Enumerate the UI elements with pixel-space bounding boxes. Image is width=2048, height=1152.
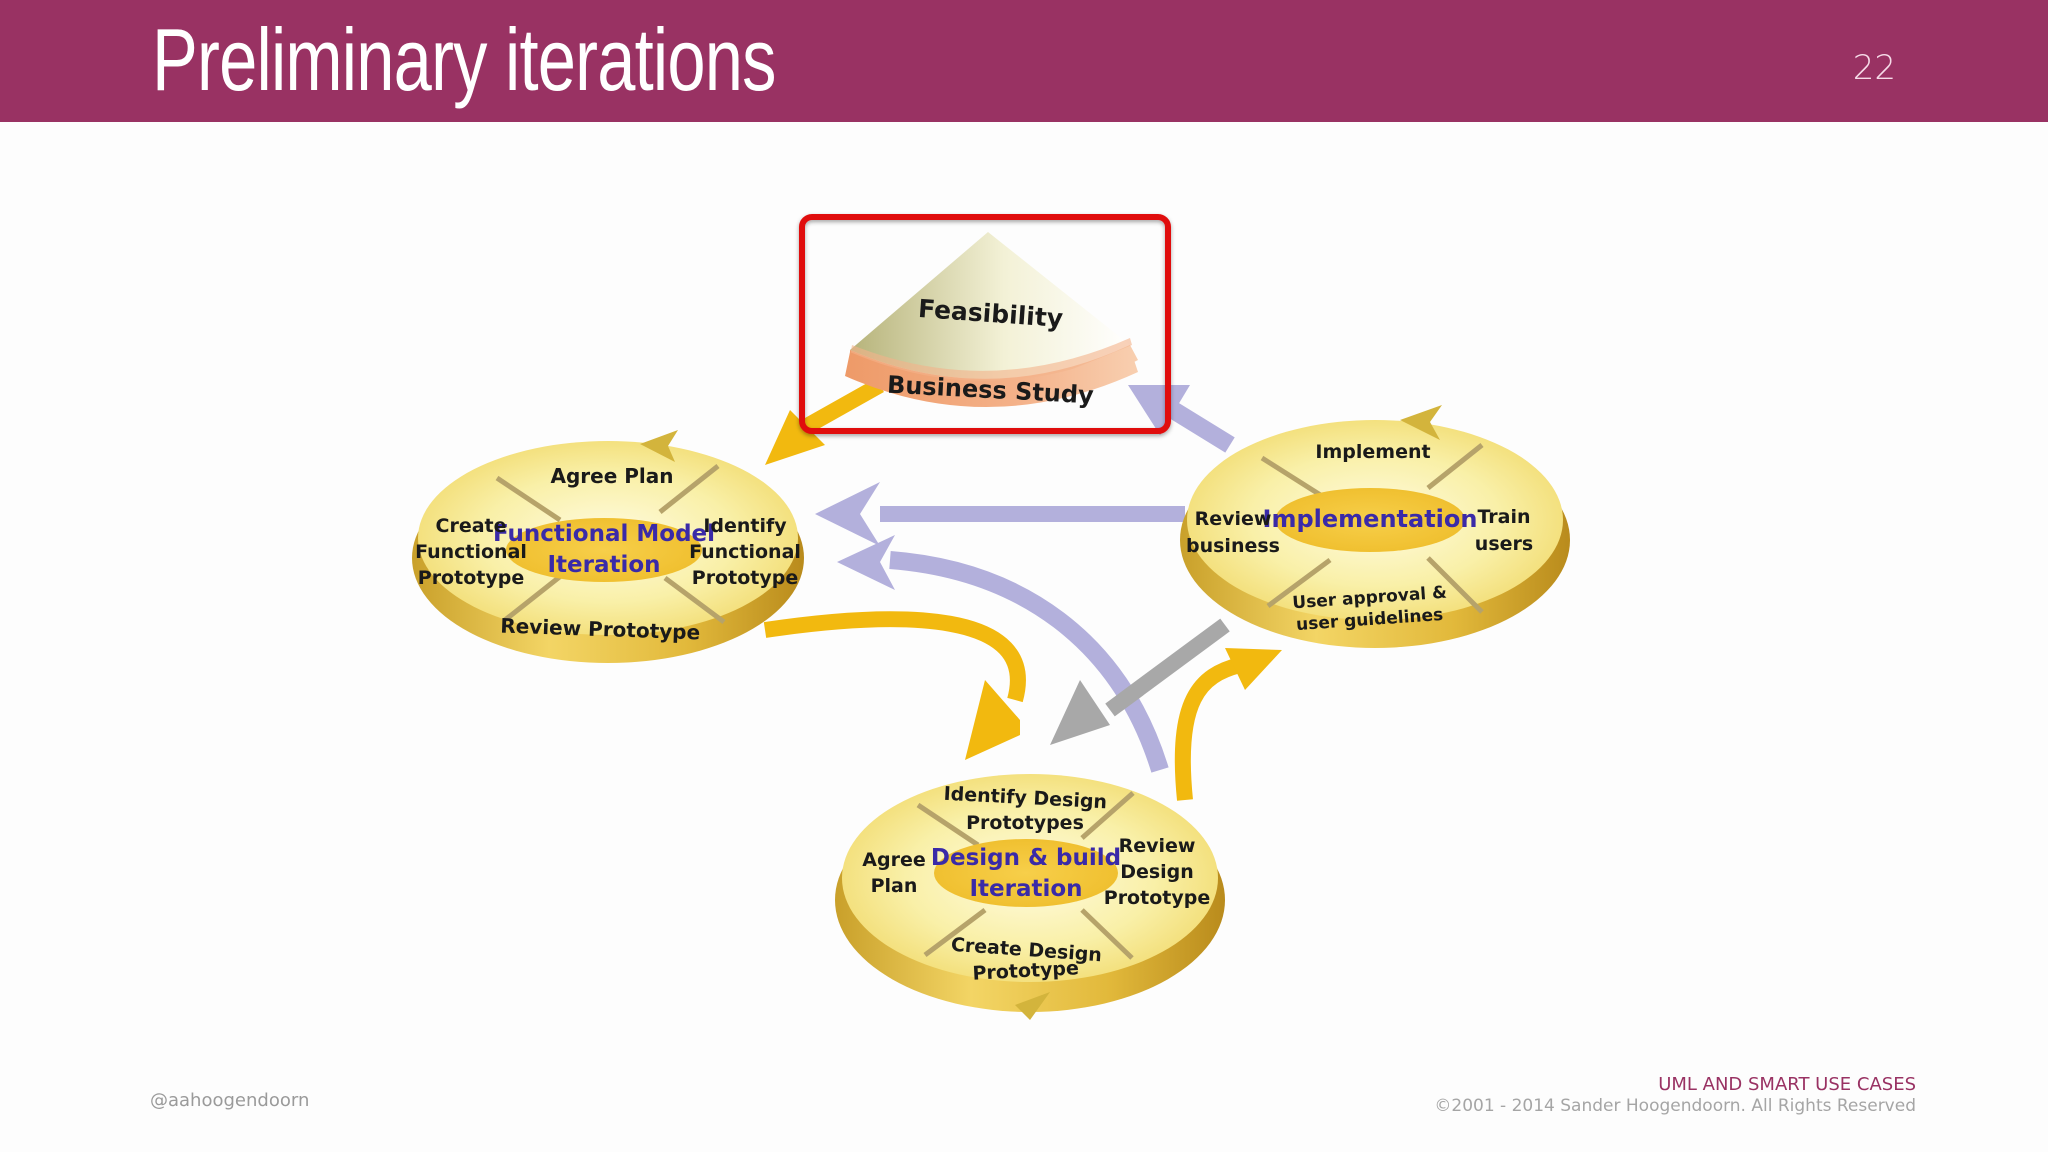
arrow-feasibility-to-functional (765, 378, 884, 465)
implementation-train-line1: Train (1477, 506, 1530, 528)
functional-agree-plan: Agree Plan (551, 464, 674, 488)
design-review-line3: Prototype (1104, 887, 1210, 909)
design-build-disc: Design & build Iteration Identify Design… (835, 774, 1225, 1020)
functional-create-line2: Functional (415, 541, 527, 563)
slide-title: Preliminary iterations (152, 10, 776, 109)
arrow-design-to-implementation (1174, 648, 1282, 801)
design-build-center-line1: Design & build (931, 845, 1121, 871)
arrow-implementation-to-feasibility (1128, 385, 1235, 453)
functional-identify-line3: Prototype (692, 567, 798, 589)
footer-copyright: ©2001 - 2014 Sander Hoogendoorn. All Rig… (1434, 1096, 1916, 1116)
functional-create-line3: Prototype (418, 567, 524, 589)
design-agree-line2: Plan (871, 875, 918, 897)
design-identify-line2: Prototypes (966, 812, 1084, 834)
footer-credits: UML AND SMART USE CASES ©2001 - 2014 San… (1434, 1074, 1916, 1116)
implementation-implement: Implement (1315, 441, 1430, 463)
implementation-disc: Implementation Implement Review business… (1180, 405, 1570, 648)
design-review-line2: Design (1120, 861, 1194, 883)
functional-model-center-line2: Iteration (547, 552, 660, 578)
design-review-line1: Review (1119, 835, 1196, 857)
implementation-center: Implementation (1263, 505, 1478, 533)
footer-handle: @aahoogendoorn (150, 1090, 310, 1111)
functional-identify-line2: Functional (689, 541, 801, 563)
functional-model-disc: Functional Model Iteration Agree Plan Cr… (412, 430, 804, 663)
arrow-functional-to-design (763, 611, 1026, 760)
design-agree-line1: Agree (862, 849, 925, 871)
functional-model-center-line1: Functional Model (493, 521, 715, 547)
design-build-center-line2: Iteration (969, 876, 1082, 902)
functional-create-line1: Create (436, 515, 507, 537)
page-number: 22 (1852, 48, 1896, 88)
implementation-train-line2: users (1475, 533, 1533, 555)
implementation-review-line2: business (1186, 535, 1280, 557)
functional-identify-line1: Identify (703, 515, 787, 537)
slide-header: Preliminary iterations 22 (0, 0, 2048, 122)
feasibility-highlight-box (799, 214, 1171, 434)
arrow-design-to-functional (837, 535, 1169, 773)
arrow-implementation-to-design (1050, 618, 1230, 745)
feasibility-cone: Feasibility Business Study (845, 232, 1138, 409)
implementation-review-line1: Review (1195, 508, 1272, 530)
footer-course-title: UML AND SMART USE CASES (1658, 1074, 1916, 1095)
arrow-implementation-to-functional (815, 482, 1185, 546)
